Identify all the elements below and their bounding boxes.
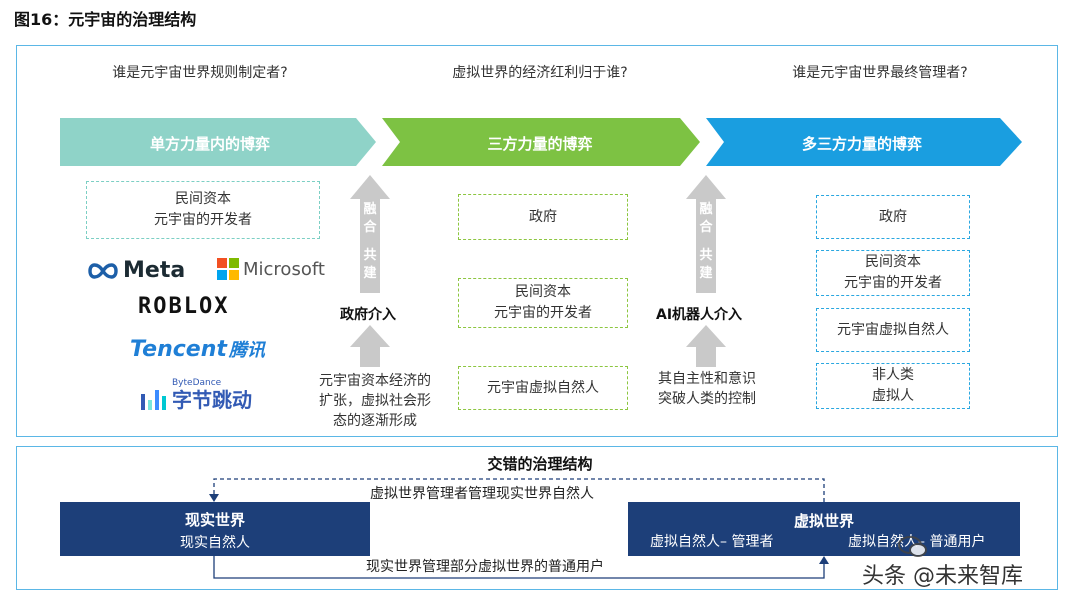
question-2: 虚拟世界的经济红利归于谁? [452, 65, 628, 81]
arrow-2-char-4: 建 [699, 266, 713, 281]
bytedance-bars-icon [141, 390, 166, 410]
arrow-2-char-3: 共 [699, 248, 713, 263]
tencent-logo: Tencent 腾讯 [130, 337, 265, 362]
arrow-2-char-2: 合 [699, 220, 713, 235]
watermark [898, 535, 932, 559]
stage-1-label: 单方力量内的博弈 [149, 135, 270, 153]
arrow-1-char-3: 共 [363, 248, 377, 263]
ai-intervention-label: AI机器人介入 [656, 307, 743, 323]
stage1-capital-line1: 民间资本 [175, 191, 231, 207]
stage2-virtual-human-box: 元宇宙虚拟自然人 [458, 366, 628, 410]
bottom-panel [16, 446, 1058, 590]
watermark-text: 头条 @未来智库 [862, 564, 1023, 589]
arrow-2-chars: 融 合 共 建 [696, 201, 716, 283]
meta-infinity-icon [88, 262, 118, 279]
government-intervention-label: 政府介入 [340, 307, 396, 323]
arrow-1-char-4: 建 [363, 266, 377, 281]
stage3-capital-box: 民间资本 元宇宙的开发者 [816, 250, 970, 296]
arrow-2-lower [686, 325, 726, 367]
stage-2-chevron [382, 118, 700, 166]
real-world-box: 现实世界 现实自然人 [60, 502, 370, 556]
stage2-capital-box: 民间资本 元宇宙的开发者 [458, 278, 628, 328]
arrow-1-char-2: 合 [363, 220, 377, 235]
virtual-world-title: 虚拟世界 [793, 512, 854, 530]
stage3-nonhuman-box: 非人类 虚拟人 [816, 363, 970, 409]
stage-3-chevron [706, 118, 1022, 166]
real-world-title: 现实世界 [184, 511, 245, 529]
bottom-title: 交错的治理结构 [487, 455, 593, 473]
top-panel [16, 45, 1058, 437]
arrow-2-char-1: 融 [699, 202, 713, 217]
stage3-government-box: 政府 [816, 195, 970, 239]
arrow-2-description: 其自主性和意识 突破人类的控制 [658, 371, 756, 407]
question-1: 谁是元宇宙世界规则制定者? [112, 65, 288, 81]
question-3: 谁是元宇宙世界最终管理者? [792, 65, 968, 81]
top-flow-arrowhead [209, 494, 219, 502]
arrow-1-lower [350, 325, 390, 367]
arrow-1-up [350, 175, 390, 293]
stage2-government-box: 政府 [458, 194, 628, 240]
stage-banners [60, 118, 1022, 166]
microsoft-grid-icon [217, 258, 239, 280]
figure-title: 图16：元宇宙的治理结构 [14, 10, 197, 29]
stage1-capital-line2: 元宇宙的开发者 [154, 212, 252, 228]
meta-logo: Meta [86, 258, 185, 283]
bottom-flow-arrowhead [819, 556, 829, 564]
microsoft-logo: Microsoft [217, 258, 325, 280]
roblox-logo: ROBLOX [138, 294, 230, 319]
bottom-flow-line [213, 556, 825, 579]
arrow-1-description: 元宇宙资本经济的 扩张，虚拟社会形 态的逐渐形成 [319, 373, 431, 429]
chat-bubble-icon [898, 536, 927, 557]
stage-1-chevron [60, 118, 376, 166]
bottom-flow-label: 现实世界管理部分虚拟世界的普通用户 [366, 559, 604, 575]
real-world-sub: 现实自然人 [180, 535, 250, 551]
arrow-2-up [686, 175, 726, 293]
virtual-world-box: 虚拟世界 虚拟自然人– 管理者 虚拟自然人– 普通用户 [628, 502, 1020, 556]
stage-3-label: 多三方力量的博弈 [801, 135, 922, 153]
stage3-virtual-human-box: 元宇宙虚拟自然人 [816, 308, 970, 352]
virtual-world-left: 虚拟自然人– 管理者 [650, 534, 774, 550]
stage1-capital-box: 民间资本 元宇宙的开发者 [86, 181, 320, 239]
arrow-1-chars: 融 合 共 建 [360, 201, 380, 283]
arrow-1-char-1: 融 [363, 202, 377, 217]
stage-2-label: 三方力量的博弈 [487, 135, 593, 153]
bytedance-logo: ByteDance 字节跳动 [140, 378, 252, 412]
top-flow-label: 虚拟世界管理者管理现实世界自然人 [370, 486, 594, 502]
virtual-world-right: 虚拟自然人– 普通用户 [848, 534, 986, 550]
